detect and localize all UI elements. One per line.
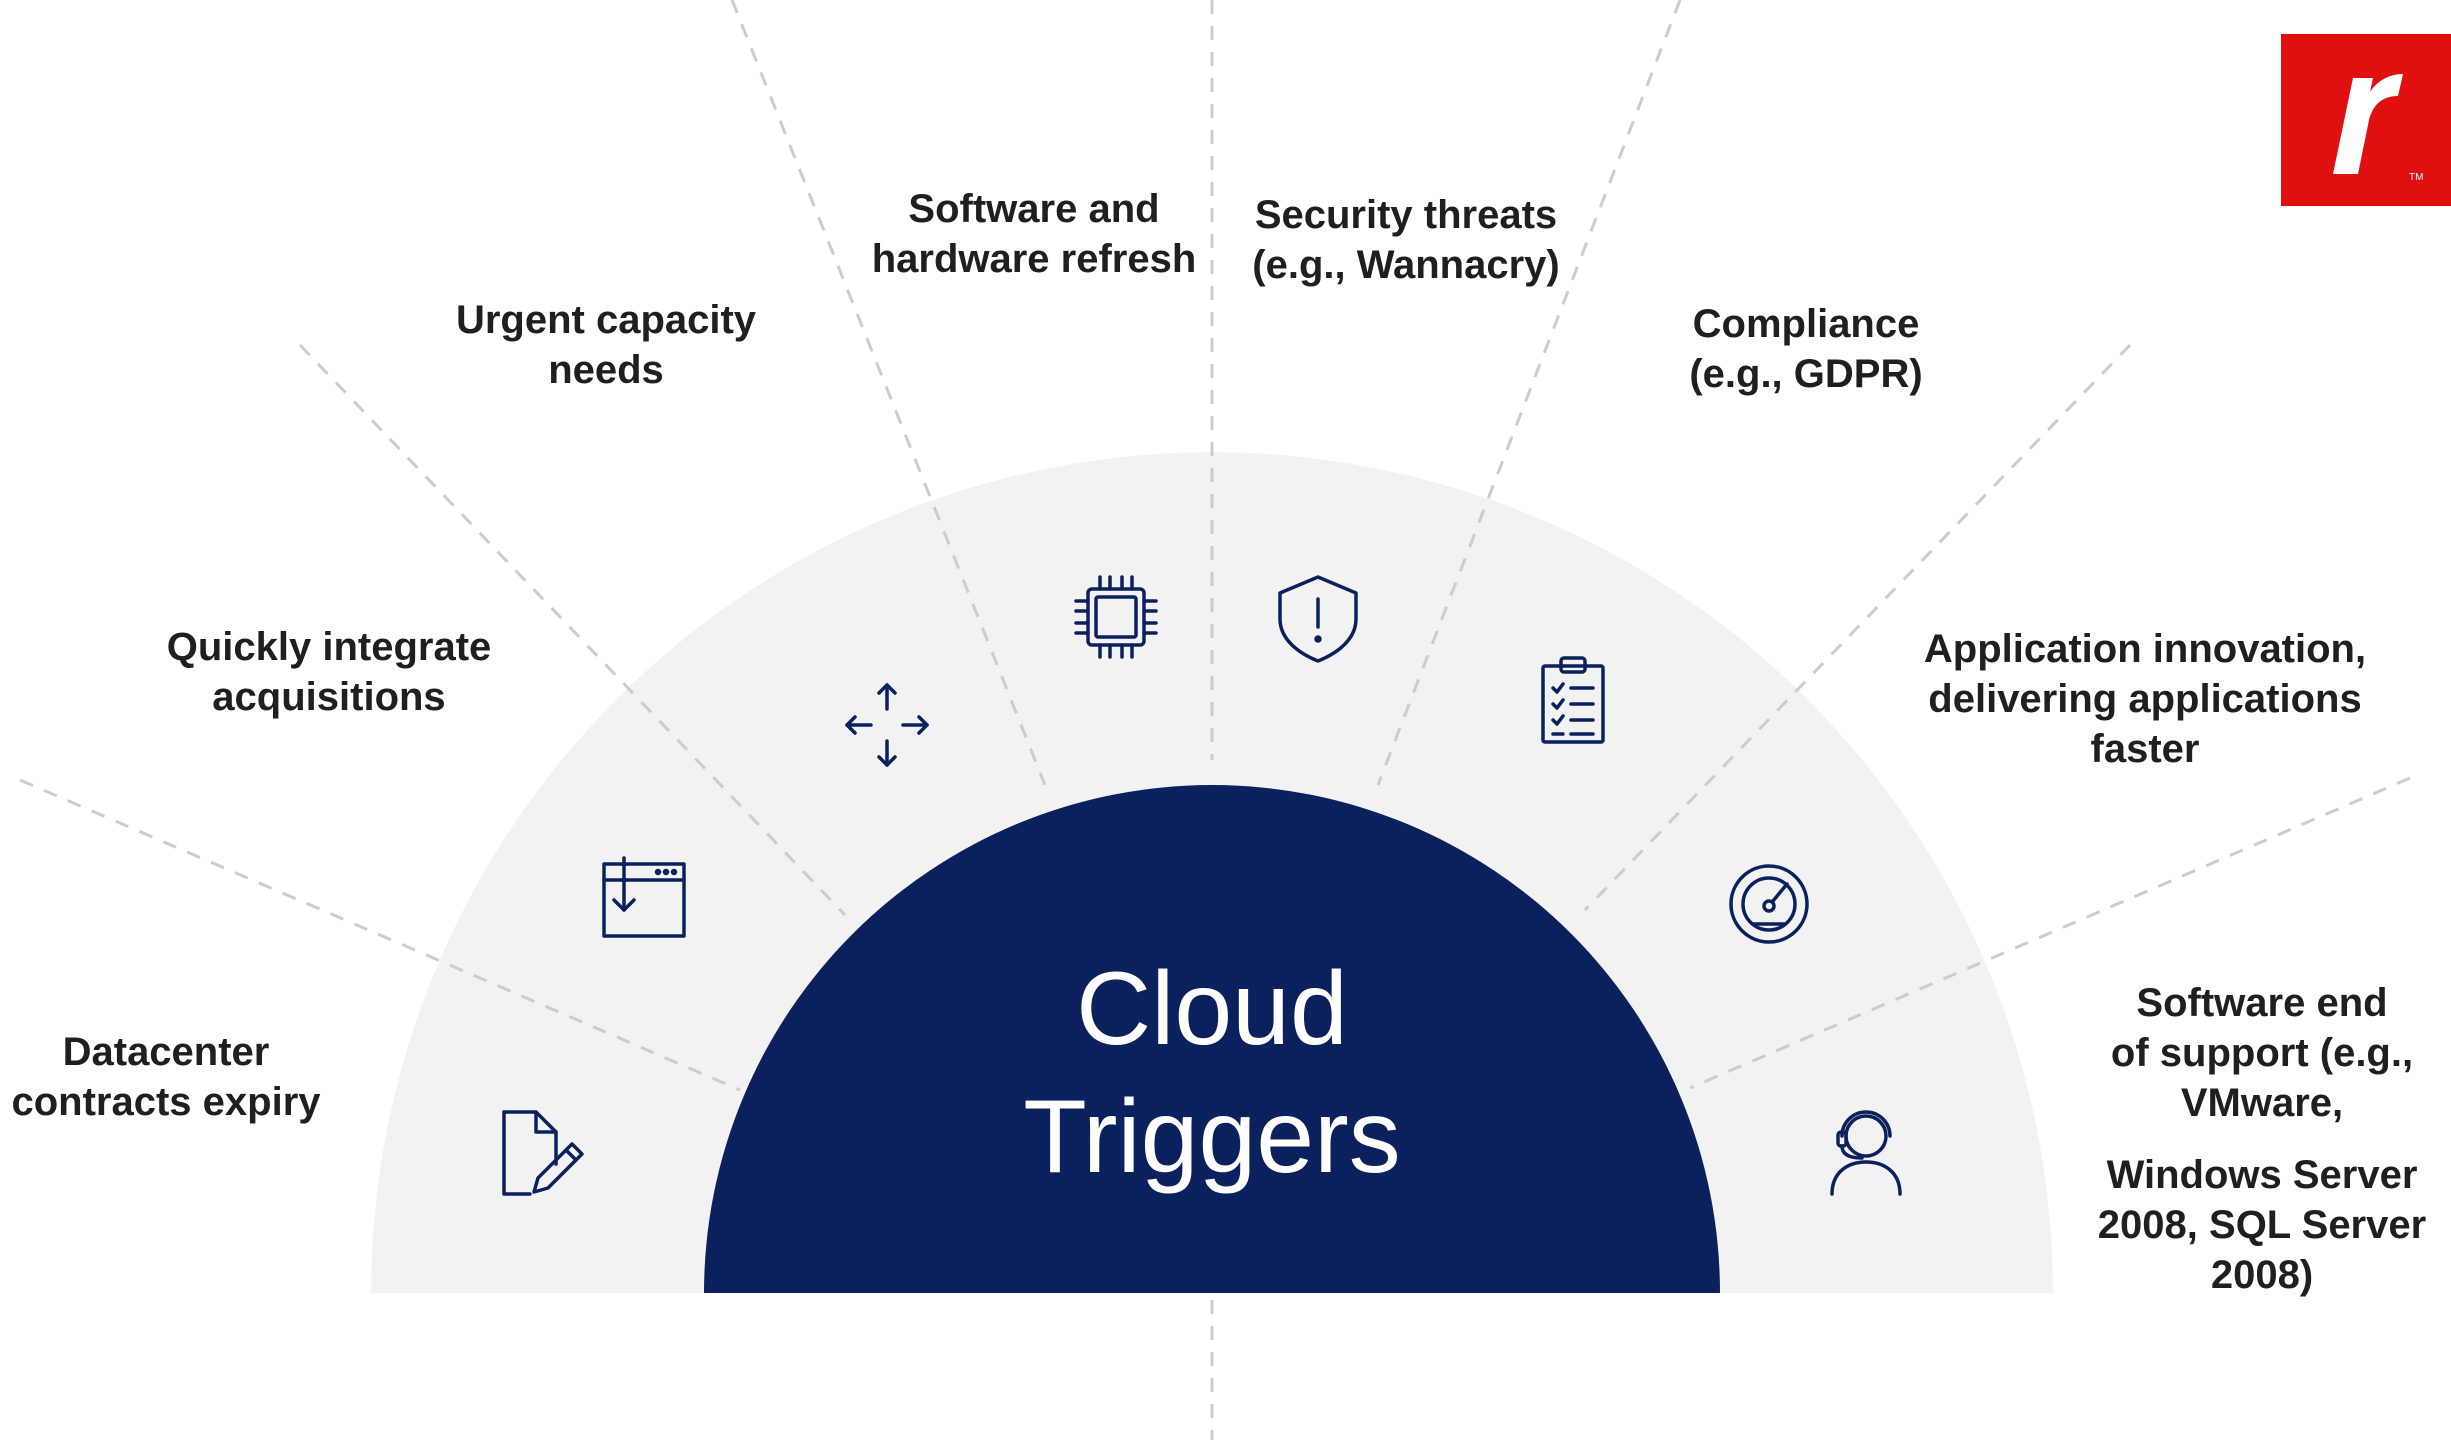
label-line: hardware refresh bbox=[871, 237, 1197, 281]
label-datacenter: Datacenter contracts expiry bbox=[11, 1027, 320, 1127]
speedometer-icon bbox=[1729, 864, 1809, 944]
label-security: Security threats (e.g., Wannacry) bbox=[1252, 190, 1559, 290]
divider-line bbox=[1583, 343, 2132, 912]
label-refresh: Software and hardware refresh bbox=[872, 184, 1197, 284]
clipboard-checklist-icon bbox=[1541, 656, 1605, 744]
label-line: Application innovation, bbox=[1923, 627, 2367, 671]
svg-text:TM: TM bbox=[2409, 172, 2423, 183]
support-agent-icon bbox=[1830, 1110, 1902, 1196]
label-acquisitions: Quickly integrate acquisitions bbox=[167, 622, 492, 722]
shield-alert-icon bbox=[1278, 575, 1358, 663]
center-title-line2: Triggers bbox=[1023, 1079, 1401, 1195]
document-edit-icon bbox=[502, 1110, 584, 1196]
label-line: Compliance bbox=[1692, 302, 1920, 346]
label-line: Urgent capacity bbox=[455, 298, 757, 342]
label-end-of-support: Software end of support (e.g., VMware, W… bbox=[2098, 978, 2426, 1300]
label-line: 2008) bbox=[2210, 1253, 2314, 1297]
label-line: (e.g., GDPR) bbox=[1689, 352, 1923, 396]
label-line: (e.g., Wannacry) bbox=[1252, 243, 1560, 287]
label-innovation: Application innovation, delivering appli… bbox=[1924, 624, 2366, 774]
divider-lines bbox=[19, 0, 2411, 1440]
label-line: Quickly integrate bbox=[166, 625, 492, 669]
label-line: faster bbox=[2090, 727, 2200, 771]
brand-logo: TM bbox=[2281, 34, 2451, 206]
label-line: Security threats bbox=[1254, 193, 1558, 237]
label-line: needs bbox=[548, 348, 664, 392]
label-line: acquisitions bbox=[212, 675, 446, 719]
label-line: 2008, SQL Server bbox=[2097, 1203, 2427, 1247]
divider-line bbox=[19, 778, 741, 1092]
center-title: Cloud Triggers bbox=[1023, 945, 1401, 1201]
label-line: Software end bbox=[2136, 981, 2388, 1025]
label-line: Datacenter bbox=[62, 1030, 270, 1074]
logo-r-mark: TM bbox=[2333, 74, 2423, 183]
chip-icon bbox=[1074, 575, 1158, 659]
label-compliance: Compliance (e.g., GDPR) bbox=[1689, 299, 1922, 399]
label-line: of support (e.g., bbox=[2110, 1031, 2414, 1075]
label-capacity: Urgent capacity needs bbox=[456, 295, 756, 395]
divider-line bbox=[298, 343, 847, 917]
label-line: Software and bbox=[908, 187, 1160, 231]
divider-line bbox=[1376, 0, 1682, 786]
divider-line bbox=[1689, 776, 2411, 1090]
divider-line bbox=[730, 0, 1047, 786]
center-half-circle bbox=[704, 785, 1720, 1293]
label-line: VMware, bbox=[2180, 1081, 2344, 1125]
expand-arrows-icon bbox=[845, 683, 929, 767]
window-download-icon bbox=[602, 856, 686, 938]
center-title-line1: Cloud bbox=[1076, 951, 1348, 1067]
label-line: contracts expiry bbox=[11, 1080, 321, 1124]
label-line: Windows Server bbox=[2106, 1153, 2418, 1197]
label-line: delivering applications bbox=[1928, 677, 2362, 721]
